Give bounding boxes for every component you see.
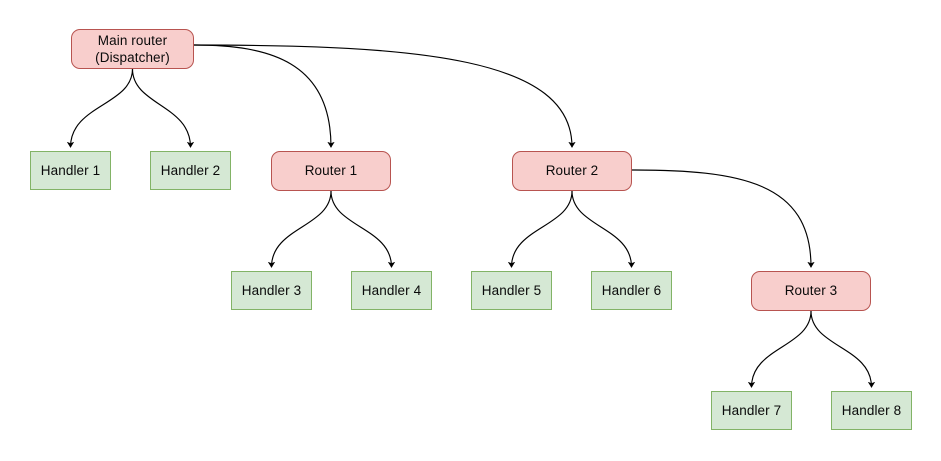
node-label: Handler 6 <box>601 282 662 298</box>
edge-router-1-to-handler-3 <box>272 190 332 267</box>
edge-router-3-to-handler-7 <box>752 310 812 387</box>
edge-router-2-to-handler-5 <box>512 190 573 267</box>
edge-router-3-to-handler-8 <box>810 310 872 387</box>
node-label: Router 2 <box>545 163 599 179</box>
node-label: Handler 1 <box>40 162 101 178</box>
edge-main-router-to-handler-1 <box>71 68 134 147</box>
node-handler-5[interactable]: Handler 5 <box>471 271 552 310</box>
node-handler-4[interactable]: Handler 4 <box>351 271 432 310</box>
node-handler-8[interactable]: Handler 8 <box>831 391 912 430</box>
node-label: Main router (Dispatcher) <box>95 32 170 65</box>
node-router-3[interactable]: Router 3 <box>751 271 871 311</box>
edge-router-1-to-handler-4 <box>330 190 392 267</box>
edge-main-router-to-router-1 <box>193 44 331 147</box>
node-label: Handler 8 <box>841 402 902 418</box>
node-label: Router 1 <box>304 163 358 179</box>
node-label: Handler 3 <box>241 282 302 298</box>
node-main-router[interactable]: Main router (Dispatcher) <box>71 29 194 69</box>
edge-router-2-to-handler-6 <box>571 190 632 267</box>
node-handler-6[interactable]: Handler 6 <box>591 271 672 310</box>
node-handler-7[interactable]: Handler 7 <box>711 391 792 430</box>
node-label: Handler 2 <box>160 162 221 178</box>
edge-router-2-to-router-3 <box>631 169 811 267</box>
node-label: Handler 5 <box>481 282 542 298</box>
node-handler-1[interactable]: Handler 1 <box>30 151 111 190</box>
node-router-1[interactable]: Router 1 <box>271 151 391 191</box>
node-label: Handler 4 <box>361 282 422 298</box>
edge-main-router-to-router-2 <box>193 44 572 147</box>
node-handler-3[interactable]: Handler 3 <box>231 271 312 310</box>
edge-main-router-to-handler-2 <box>131 68 191 147</box>
node-handler-2[interactable]: Handler 2 <box>150 151 231 190</box>
node-label: Router 3 <box>784 283 838 299</box>
node-router-2[interactable]: Router 2 <box>512 151 632 191</box>
node-label: Handler 7 <box>721 402 782 418</box>
